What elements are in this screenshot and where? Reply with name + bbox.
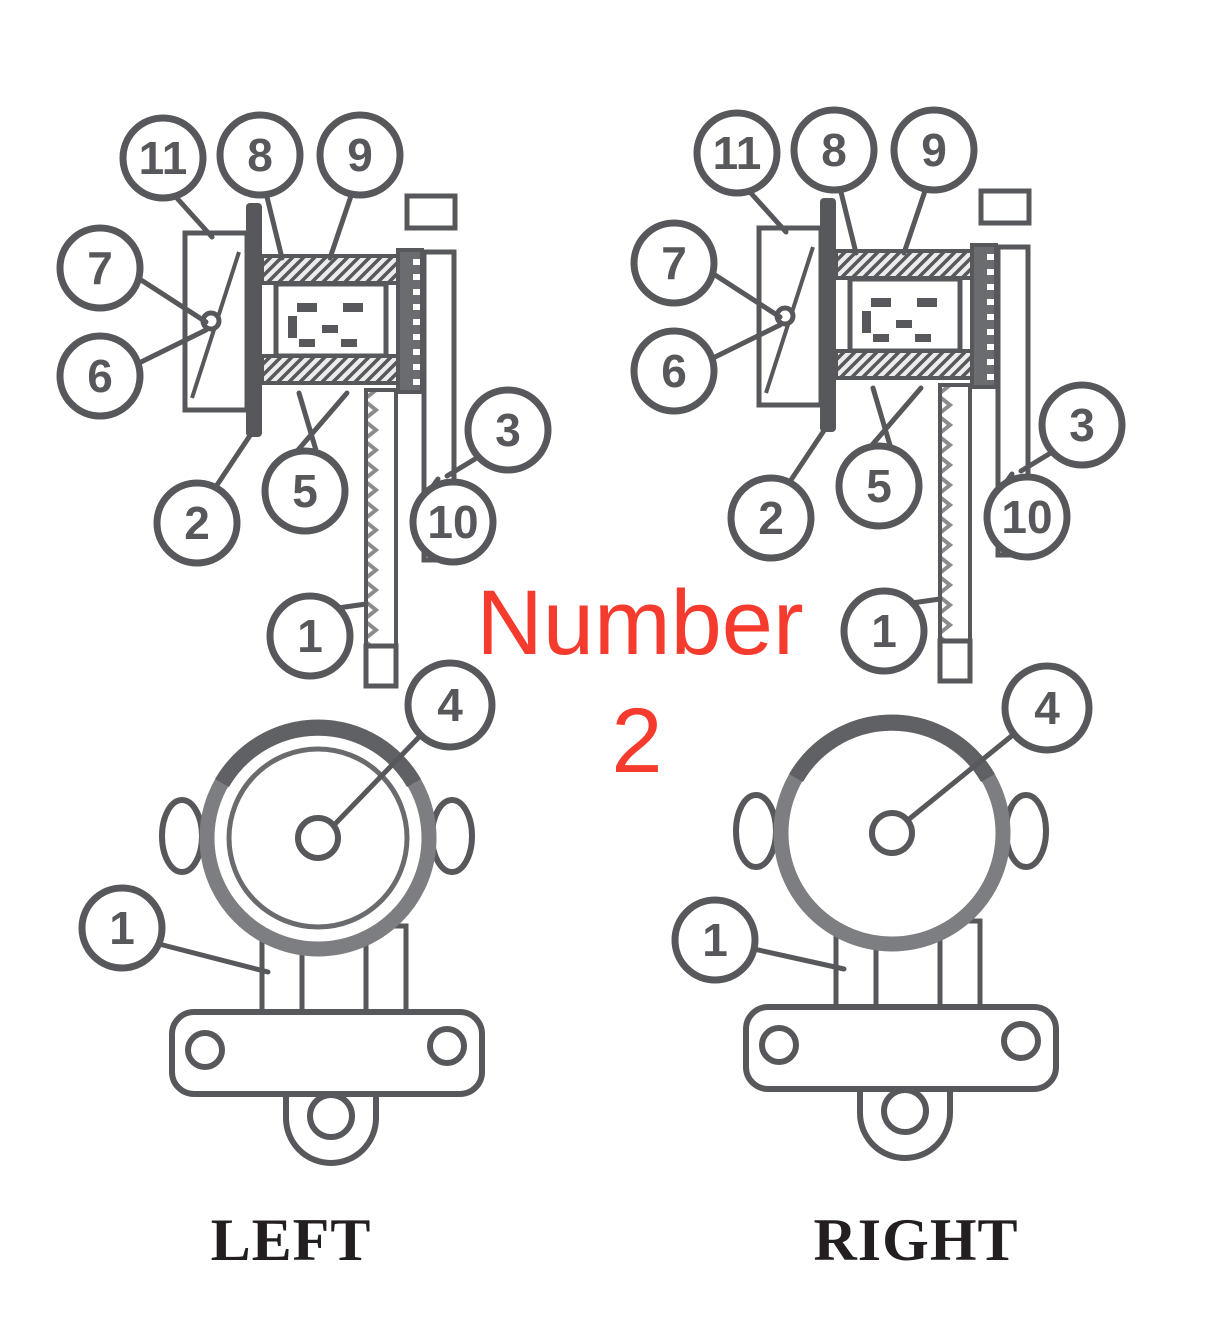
callout-4: 4 xyxy=(404,659,496,751)
bracket-tab-hole xyxy=(307,1092,355,1140)
callout-11-label: 11 xyxy=(713,127,762,179)
callout-11: 11 xyxy=(119,114,207,202)
callout-1-bracket: 1 xyxy=(78,884,166,972)
piston-skirt-hatch xyxy=(260,354,400,385)
callout-7-label: 7 xyxy=(87,242,113,294)
callout-10-label: 10 xyxy=(1001,491,1052,543)
callout-2-label: 2 xyxy=(184,497,210,549)
piston-skirt-hatch xyxy=(834,349,974,380)
callout-1-bracket-label: 1 xyxy=(109,902,135,954)
callout-6-label: 6 xyxy=(661,345,687,397)
callout-5: 5 xyxy=(261,447,349,535)
callout-5-label: 5 xyxy=(292,465,318,517)
chain-end-link xyxy=(937,638,973,684)
callout-1-chain: 1 xyxy=(266,592,354,680)
callout-7-label: 7 xyxy=(661,237,687,289)
timing-chain xyxy=(938,383,972,683)
callout-3: 3 xyxy=(464,386,552,474)
callout-8: 8 xyxy=(790,106,878,194)
sprocket-center-hole xyxy=(869,810,915,856)
sprocket-left-ear xyxy=(733,792,779,870)
upper-cap xyxy=(978,188,1032,226)
callout-1-chain: 1 xyxy=(840,587,928,675)
bracket-left-hole xyxy=(185,1030,225,1070)
left-caption: LEFT xyxy=(211,1207,372,1273)
sprocket-top-arc xyxy=(789,714,995,783)
annotation-number-line1: Number xyxy=(476,572,803,674)
leader-lines xyxy=(134,190,478,975)
callout-1-chain-label: 1 xyxy=(297,610,323,662)
callout-9-label: 9 xyxy=(921,124,947,176)
sprocket-center-hole xyxy=(295,815,341,861)
callout-4-label: 4 xyxy=(1034,682,1060,734)
upper-cap xyxy=(404,193,458,231)
callout-8: 8 xyxy=(216,111,304,199)
callout-11-label: 11 xyxy=(139,132,188,184)
callout-2: 2 xyxy=(153,479,241,567)
callout-9: 9 xyxy=(890,106,978,194)
callout-7: 7 xyxy=(56,224,144,312)
callout-6-label: 6 xyxy=(87,350,113,402)
tensioner-strip xyxy=(970,243,998,389)
sprocket-left-ear xyxy=(159,797,205,875)
callout-9: 9 xyxy=(316,111,404,199)
callout-3-label: 3 xyxy=(495,404,521,456)
callout-8-label: 8 xyxy=(247,129,273,181)
callout-9-label: 9 xyxy=(347,129,373,181)
callout-5-label: 5 xyxy=(866,460,892,512)
chain-end-link xyxy=(363,643,399,689)
tensioner-strip xyxy=(396,248,424,394)
bracket-left-hole xyxy=(759,1025,799,1065)
callout-10-label: 10 xyxy=(427,496,478,548)
vertical-guide-bar xyxy=(246,203,262,437)
callout-11: 11 xyxy=(693,109,781,197)
callout-10: 10 xyxy=(409,478,497,566)
left-assembly: 11 8 9 7 6 2 5 3 xyxy=(56,111,552,1166)
callout-10: 10 xyxy=(983,473,1071,561)
callout-1-chain-label: 1 xyxy=(871,605,897,657)
callout-4: 4 xyxy=(1001,662,1093,754)
sprocket-right-ear xyxy=(429,797,475,875)
bracket-tab-hole xyxy=(881,1087,929,1135)
callout-6: 6 xyxy=(56,332,144,420)
bracket-right-hole xyxy=(427,1026,467,1066)
callout-7: 7 xyxy=(630,219,718,307)
callout-1-bracket-label: 1 xyxy=(702,914,728,966)
callout-6: 6 xyxy=(630,327,718,415)
annotation-number-line2: 2 xyxy=(611,690,662,792)
callout-2-label: 2 xyxy=(758,492,784,544)
right-caption: RIGHT xyxy=(813,1207,1018,1273)
timing-chain xyxy=(364,388,398,688)
callout-2: 2 xyxy=(727,474,815,562)
right-assembly: 11 8 9 7 6 2 5 3 xyxy=(630,106,1126,1161)
callout-4-label: 4 xyxy=(437,679,463,731)
sprocket-top-arc xyxy=(215,719,421,788)
callout-8-label: 8 xyxy=(821,124,847,176)
callout-1-bracket: 1 xyxy=(671,896,759,984)
piston-marks xyxy=(862,298,937,342)
sprocket-right-ear xyxy=(1003,792,1049,870)
bracket-right-hole xyxy=(1001,1021,1041,1061)
leader-lines xyxy=(708,185,1052,972)
callout-5: 5 xyxy=(835,442,923,530)
vertical-guide-bar xyxy=(820,198,836,432)
callout-3: 3 xyxy=(1038,381,1126,469)
piston-marks xyxy=(288,303,363,347)
callout-3-label: 3 xyxy=(1069,399,1095,451)
